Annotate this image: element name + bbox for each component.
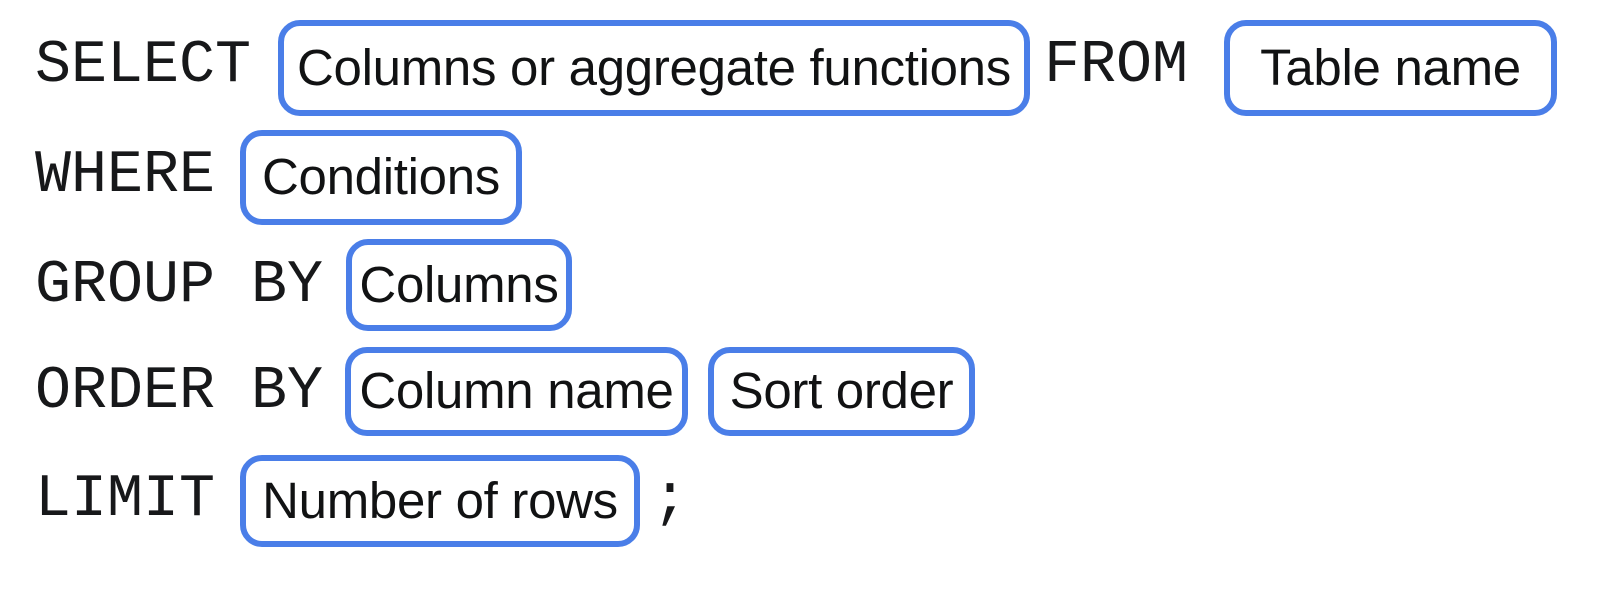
slot-order-by-column-name[interactable]: Column name	[345, 347, 688, 436]
keyword-group-by: GROUP BY	[35, 252, 324, 320]
keyword-from: FROM	[1044, 32, 1189, 100]
slot-table-name-label: Table name	[1260, 38, 1521, 96]
slot-columns-or-aggregate-functions-label: Columns or aggregate functions	[297, 38, 1011, 96]
statement-terminator-semicolon: ;	[652, 466, 689, 534]
keyword-order-by: ORDER BY	[35, 358, 324, 426]
slot-sort-order-label: Sort order	[729, 362, 954, 419]
keyword-limit: LIMIT	[35, 466, 216, 534]
slot-group-by-columns-label: Columns	[359, 255, 559, 313]
slot-table-name[interactable]: Table name	[1224, 20, 1557, 116]
keyword-select: SELECT	[35, 32, 252, 100]
slot-columns-or-aggregate-functions[interactable]: Columns or aggregate functions	[278, 20, 1030, 116]
slot-number-of-rows[interactable]: Number of rows	[240, 455, 640, 547]
slot-conditions[interactable]: Conditions	[240, 130, 522, 225]
keyword-where: WHERE	[35, 142, 216, 210]
slot-sort-order[interactable]: Sort order	[708, 347, 975, 436]
slot-group-by-columns[interactable]: Columns	[346, 239, 572, 331]
slot-order-by-column-name-label: Column name	[359, 362, 674, 419]
slot-conditions-label: Conditions	[262, 148, 500, 205]
slot-number-of-rows-label: Number of rows	[262, 471, 618, 529]
